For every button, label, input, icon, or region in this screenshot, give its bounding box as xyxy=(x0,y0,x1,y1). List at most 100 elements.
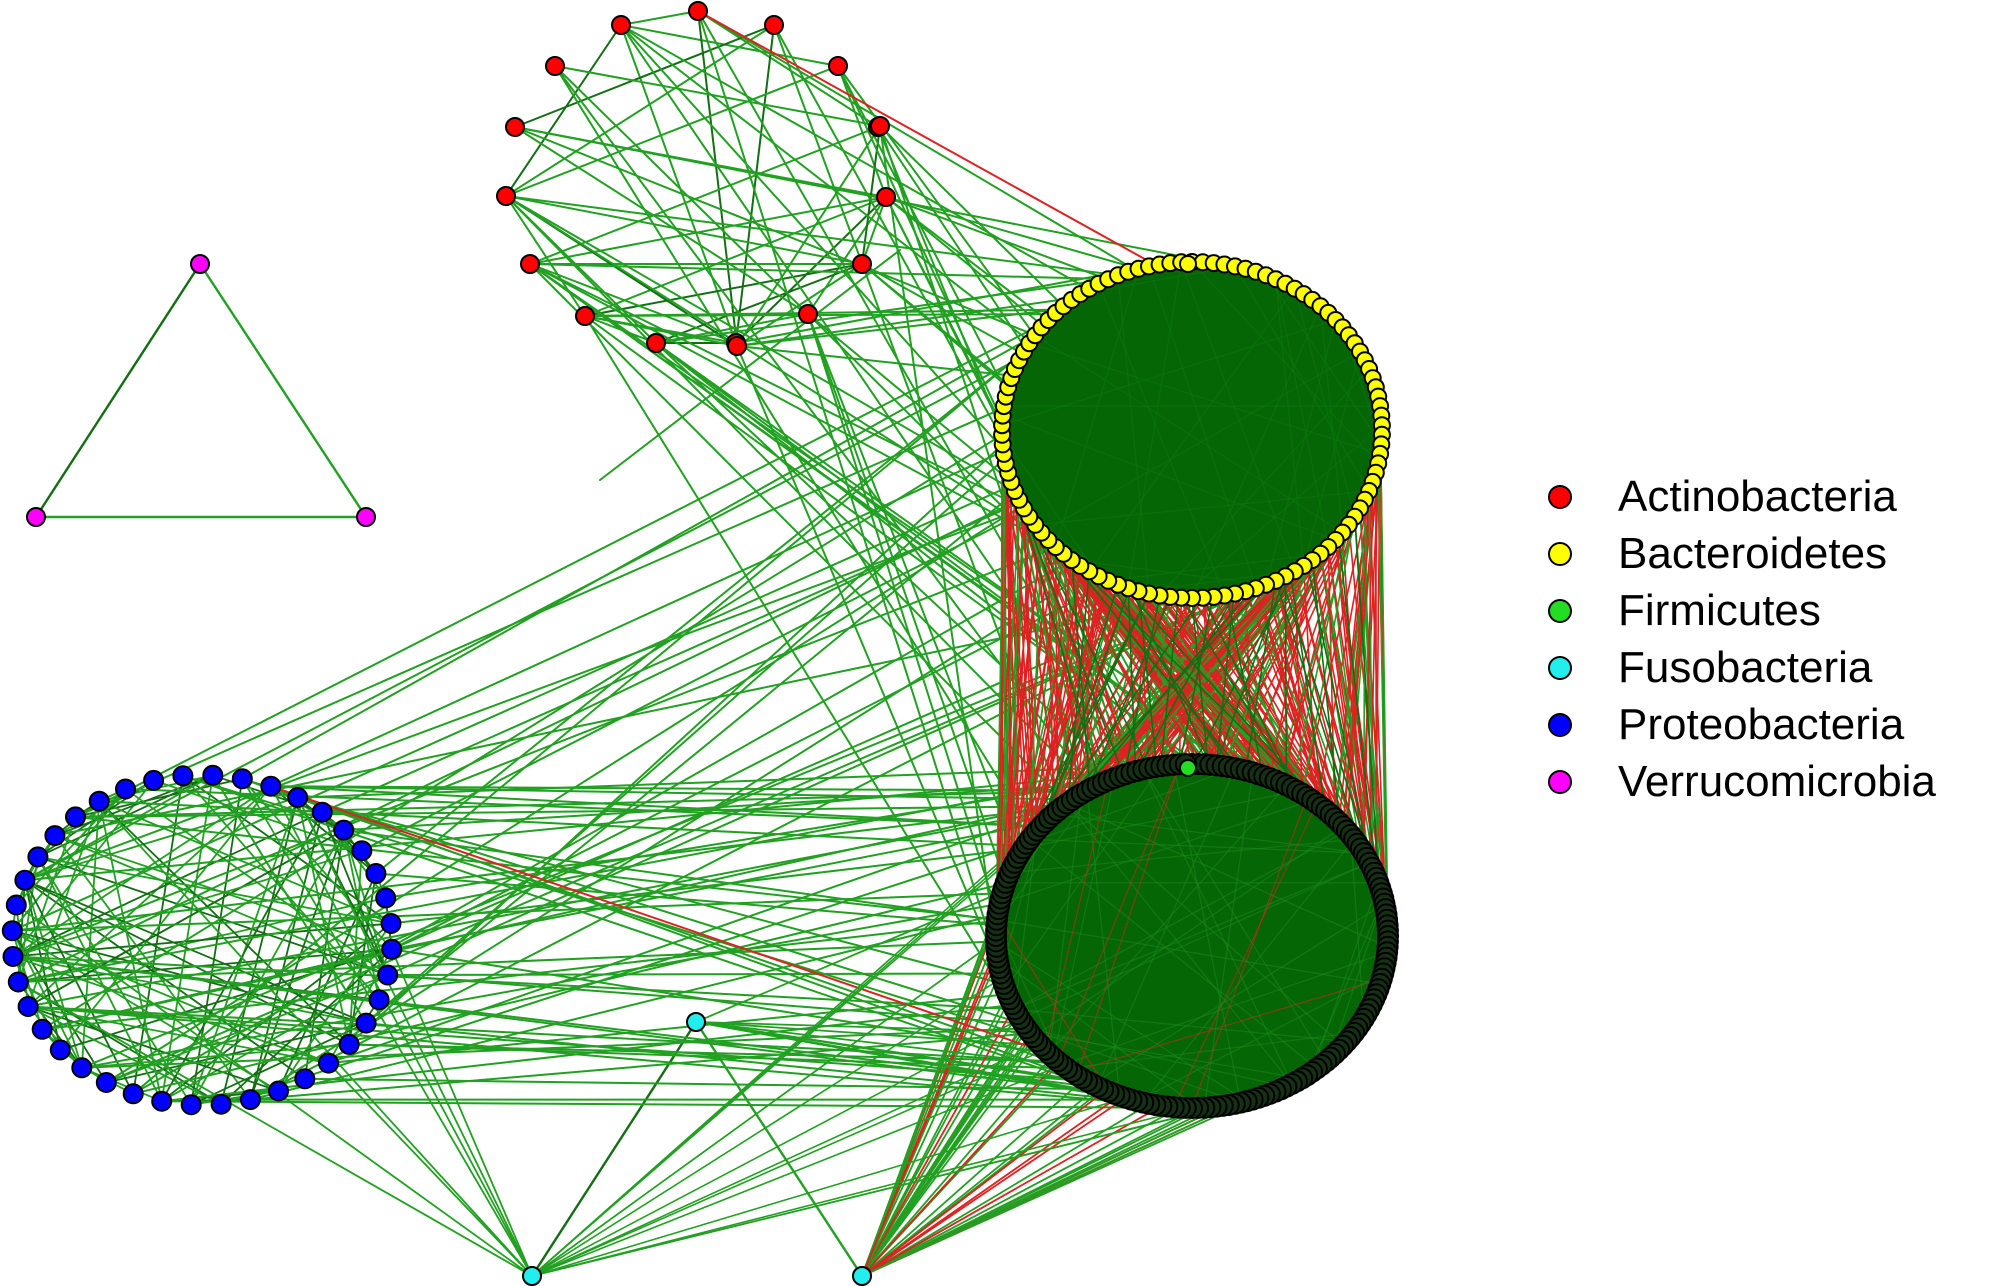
proteobacteria-node xyxy=(355,1012,377,1034)
legend-marker-verrucomicrobia xyxy=(1548,769,1572,794)
proteobacteria-node xyxy=(377,964,399,986)
edge xyxy=(12,546,1057,958)
edge xyxy=(997,957,1199,1109)
edge xyxy=(861,1107,1200,1277)
edge xyxy=(241,777,533,1277)
proteobacteria-node xyxy=(311,801,333,823)
proteobacteria-node xyxy=(88,790,110,812)
edge xyxy=(529,263,1025,510)
edge xyxy=(23,507,1025,882)
edge xyxy=(74,263,1161,818)
edge xyxy=(27,1005,280,1092)
edge xyxy=(1035,490,1370,526)
verrucomicrobia-node xyxy=(190,254,210,274)
proteobacteria-node xyxy=(44,825,66,847)
edge xyxy=(1054,546,1059,812)
legend-label: Proteobacteria xyxy=(1618,699,1905,749)
actinobacteria-node xyxy=(798,304,818,324)
edge xyxy=(1033,825,1344,1038)
legend-marker-fusobacteria xyxy=(1548,655,1572,680)
edge xyxy=(1048,784,1287,1055)
edge xyxy=(1142,769,1293,1085)
actinobacteria-node xyxy=(611,15,631,35)
edge xyxy=(531,1048,1046,1277)
edge xyxy=(269,785,533,1277)
actinobacteria-node xyxy=(646,333,666,353)
edge xyxy=(1014,862,1370,1010)
edge xyxy=(1191,305,1322,599)
proteobacteria-node xyxy=(231,768,253,790)
legend-item-fusobacteria: Fusobacteria xyxy=(1548,639,1936,696)
edge xyxy=(735,24,775,344)
edge xyxy=(735,265,1150,344)
edge xyxy=(1057,764,1181,1062)
edge xyxy=(98,800,392,925)
proteobacteria-node xyxy=(5,894,27,916)
edge xyxy=(23,796,299,882)
edge xyxy=(98,800,163,1103)
edge xyxy=(1280,515,1356,784)
legend-marker-bacteroidetes xyxy=(1548,541,1572,566)
edge xyxy=(695,1021,1064,1066)
edge xyxy=(1014,490,1035,836)
edge xyxy=(1136,592,1236,772)
edge xyxy=(1127,262,1182,589)
edge xyxy=(1368,462,1379,864)
edge xyxy=(327,993,1009,1065)
edge xyxy=(1274,507,1361,782)
edge xyxy=(17,498,1021,983)
edge xyxy=(997,498,1021,910)
actinobacteria-node xyxy=(876,187,896,207)
edge xyxy=(531,1095,1265,1277)
proteobacteria-node xyxy=(143,769,165,791)
legend: Actinobacteria Bacteroidetes Firmicutes … xyxy=(1548,468,1936,810)
edge xyxy=(1108,553,1321,582)
edge xyxy=(1029,1032,1303,1079)
edge xyxy=(1234,266,1370,492)
edge xyxy=(390,948,533,1277)
edge xyxy=(1034,334,1343,534)
edge xyxy=(505,24,775,197)
edge xyxy=(269,785,1145,1104)
edge xyxy=(1052,777,1115,1058)
co-occurrence-network xyxy=(1,1,1399,1286)
edge xyxy=(296,796,1005,985)
edge xyxy=(1029,838,1318,1069)
proteobacteria-node xyxy=(239,1089,261,1111)
edge xyxy=(296,796,351,1046)
edge xyxy=(1071,559,1267,586)
proteobacteria-node xyxy=(318,1052,339,1074)
edge xyxy=(1173,803,1318,1108)
edge xyxy=(1014,830,1348,1010)
proteobacteria-node xyxy=(294,1068,316,1090)
proteobacteria-node xyxy=(260,775,282,797)
legend-label: Bacteroidetes xyxy=(1618,528,1888,578)
edge xyxy=(1301,481,1374,795)
actinobacteria-node xyxy=(764,15,784,35)
edge xyxy=(59,948,393,1051)
edge xyxy=(11,892,1004,932)
edge xyxy=(697,10,1001,970)
network-edges xyxy=(11,10,1389,1278)
edge xyxy=(584,315,1019,1016)
edge xyxy=(514,126,809,315)
edge xyxy=(41,799,1073,1031)
edge xyxy=(1265,274,1382,445)
verrucomicrobia-node xyxy=(356,507,376,527)
edge xyxy=(1275,279,1329,548)
edge xyxy=(1148,266,1257,589)
edge xyxy=(1001,443,1007,884)
firmicutes-node xyxy=(1179,759,1197,777)
proteobacteria-node xyxy=(380,913,402,934)
edge xyxy=(554,65,809,315)
edge xyxy=(1009,838,1355,874)
network-nodes xyxy=(1,1,1399,1286)
proteobacteria-node xyxy=(375,887,397,909)
edge xyxy=(80,1043,351,1069)
edge xyxy=(390,847,1025,925)
edge xyxy=(655,263,863,344)
edge xyxy=(1097,767,1236,1087)
edge xyxy=(505,195,863,265)
actinobacteria-node xyxy=(852,254,872,274)
actinobacteria-node xyxy=(520,254,540,274)
